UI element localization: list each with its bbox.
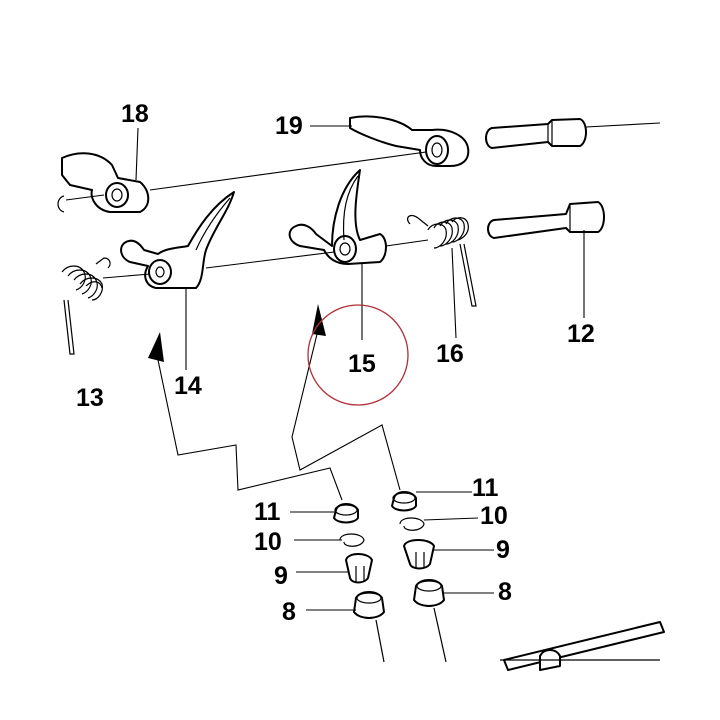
part-10-clip-left[interactable] bbox=[339, 533, 365, 547]
label-part-8-left: 8 bbox=[282, 598, 296, 626]
highlight-circle-part-15 bbox=[307, 304, 409, 406]
part-11-cap-right[interactable] bbox=[391, 491, 417, 512]
part-8-grommet-left[interactable] bbox=[353, 591, 385, 663]
label-part-19: 19 bbox=[275, 112, 303, 140]
part-12-pin-upper[interactable] bbox=[485, 118, 587, 149]
label-part-13: 13 bbox=[76, 384, 104, 412]
label-part-10-left: 10 bbox=[254, 528, 282, 556]
rail-fragment bbox=[500, 621, 665, 671]
label-part-12: 12 bbox=[567, 320, 595, 348]
part-13-torsion-spring[interactable] bbox=[61, 257, 111, 355]
label-part-11-left: 11 bbox=[254, 498, 281, 526]
label-part-16: 16 bbox=[436, 340, 464, 368]
assembly-axis-lines bbox=[65, 151, 429, 279]
part-12-pin-lower[interactable] bbox=[487, 201, 605, 239]
label-part-8-right: 8 bbox=[498, 578, 512, 606]
label-part-9-right: 9 bbox=[496, 536, 510, 564]
label-part-9-left: 9 bbox=[274, 562, 288, 590]
assembly-arrow-left bbox=[148, 332, 343, 501]
label-part-11-right: 11 bbox=[472, 474, 499, 502]
part-11-cap-left[interactable] bbox=[333, 503, 359, 524]
part-19-rocker-arm[interactable] bbox=[349, 115, 470, 167]
label-part-15: 15 bbox=[348, 350, 376, 378]
part-9-bushing-left[interactable] bbox=[345, 553, 373, 584]
part-16-torsion-spring[interactable] bbox=[406, 214, 477, 307]
part-9-bushing-right[interactable] bbox=[403, 539, 435, 570]
part-8-grommet-right[interactable] bbox=[413, 579, 447, 663]
label-part-10-right: 10 bbox=[480, 502, 508, 530]
part-10-clip-right[interactable] bbox=[399, 517, 425, 531]
label-part-18: 18 bbox=[121, 100, 149, 128]
assembly-arrow-right bbox=[291, 304, 401, 491]
part-15-shift-fork[interactable] bbox=[288, 169, 387, 265]
leader-lines bbox=[135, 122, 661, 611]
part-14-shift-fork[interactable] bbox=[120, 191, 235, 289]
label-part-14: 14 bbox=[174, 372, 202, 400]
part-18-rocker-arm[interactable] bbox=[57, 152, 150, 213]
